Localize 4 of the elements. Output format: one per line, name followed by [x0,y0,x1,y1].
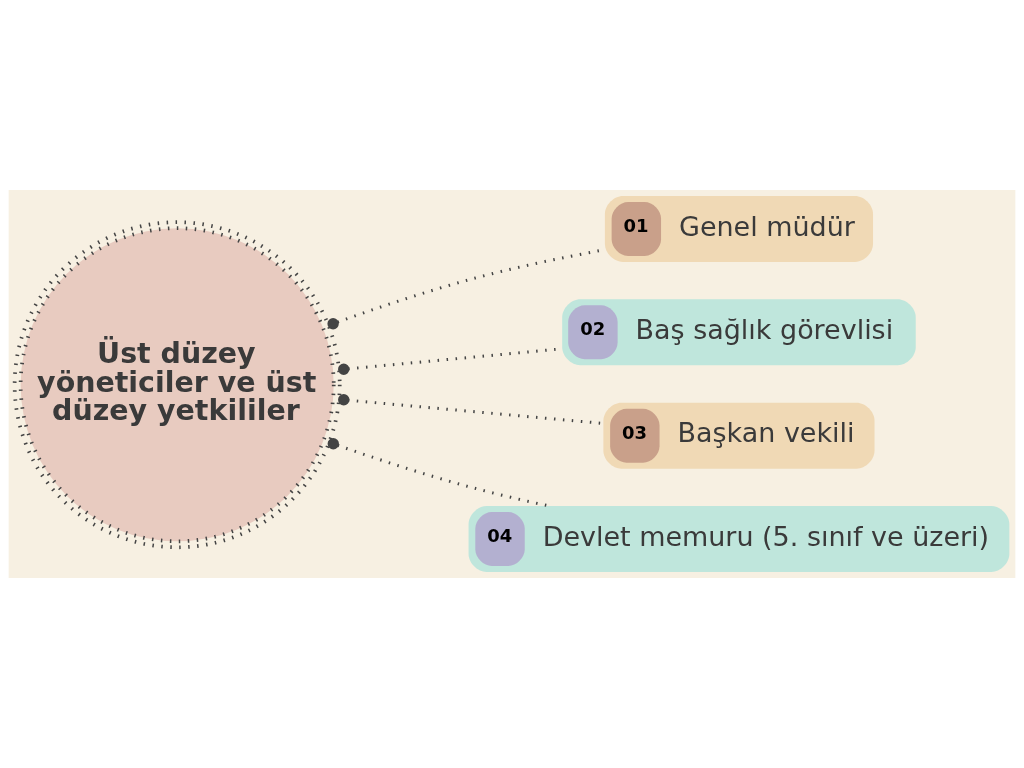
node-box: 03 Başkan vekili [603,402,875,469]
node-box: 04 Devlet memuru (5. sınıf ve üzeri) [468,506,1010,572]
node-box: 01 Genel müdür [604,196,874,262]
node-box: 02 Baş sağlık görevlisi [562,299,916,366]
